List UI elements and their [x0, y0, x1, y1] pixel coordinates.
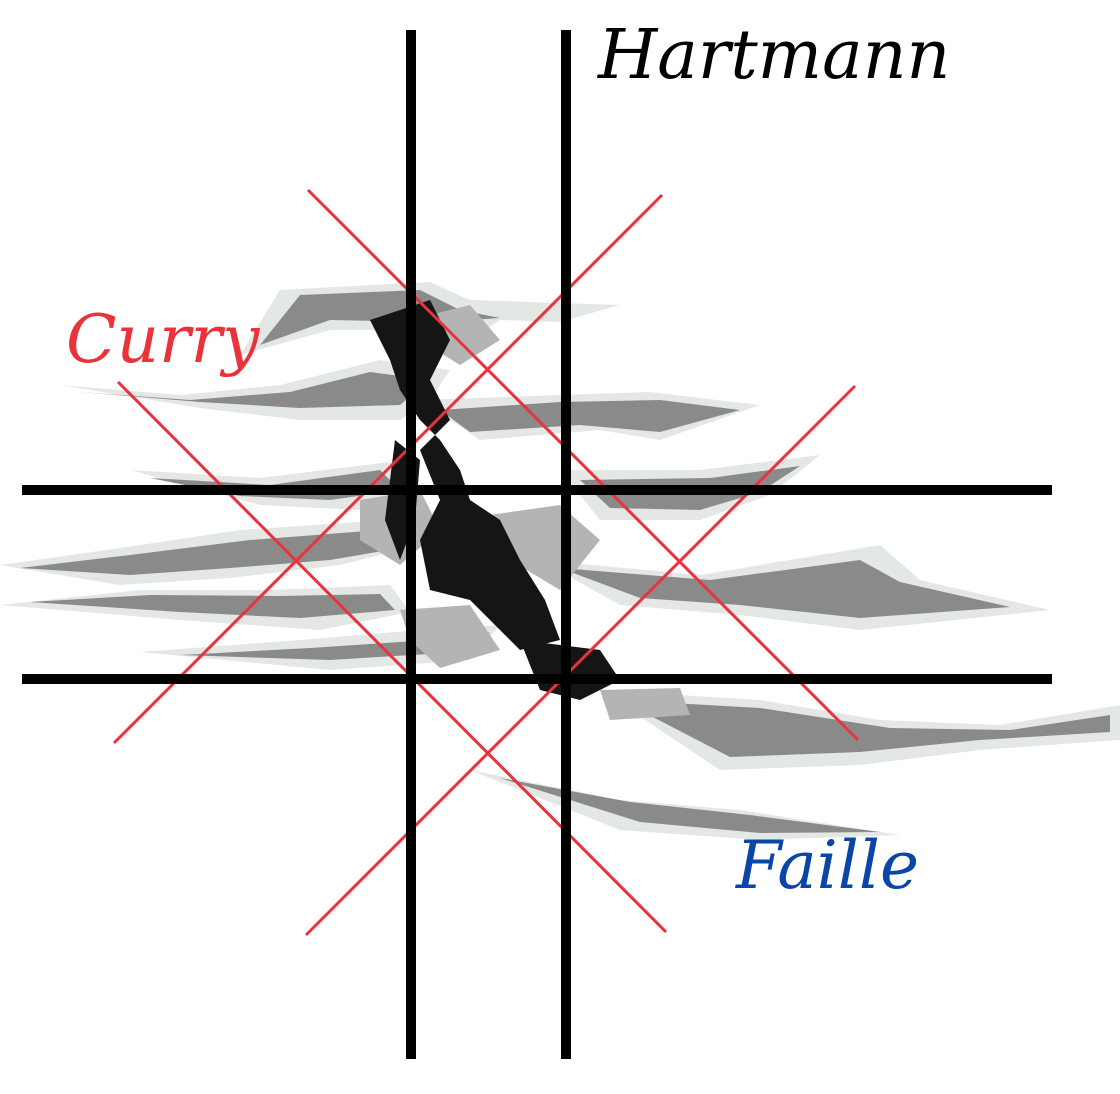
- curry-line-4: [304, 384, 857, 937]
- hartmann-grid: [22, 30, 1052, 1059]
- curry-label: Curry: [66, 301, 260, 378]
- ground-crack-icon: [0, 282, 1120, 840]
- hartmann-label: Hartmann: [596, 16, 950, 95]
- faille-label: Faille: [735, 827, 919, 904]
- curry-line-1: [306, 188, 860, 742]
- curry-line-2: [116, 380, 668, 934]
